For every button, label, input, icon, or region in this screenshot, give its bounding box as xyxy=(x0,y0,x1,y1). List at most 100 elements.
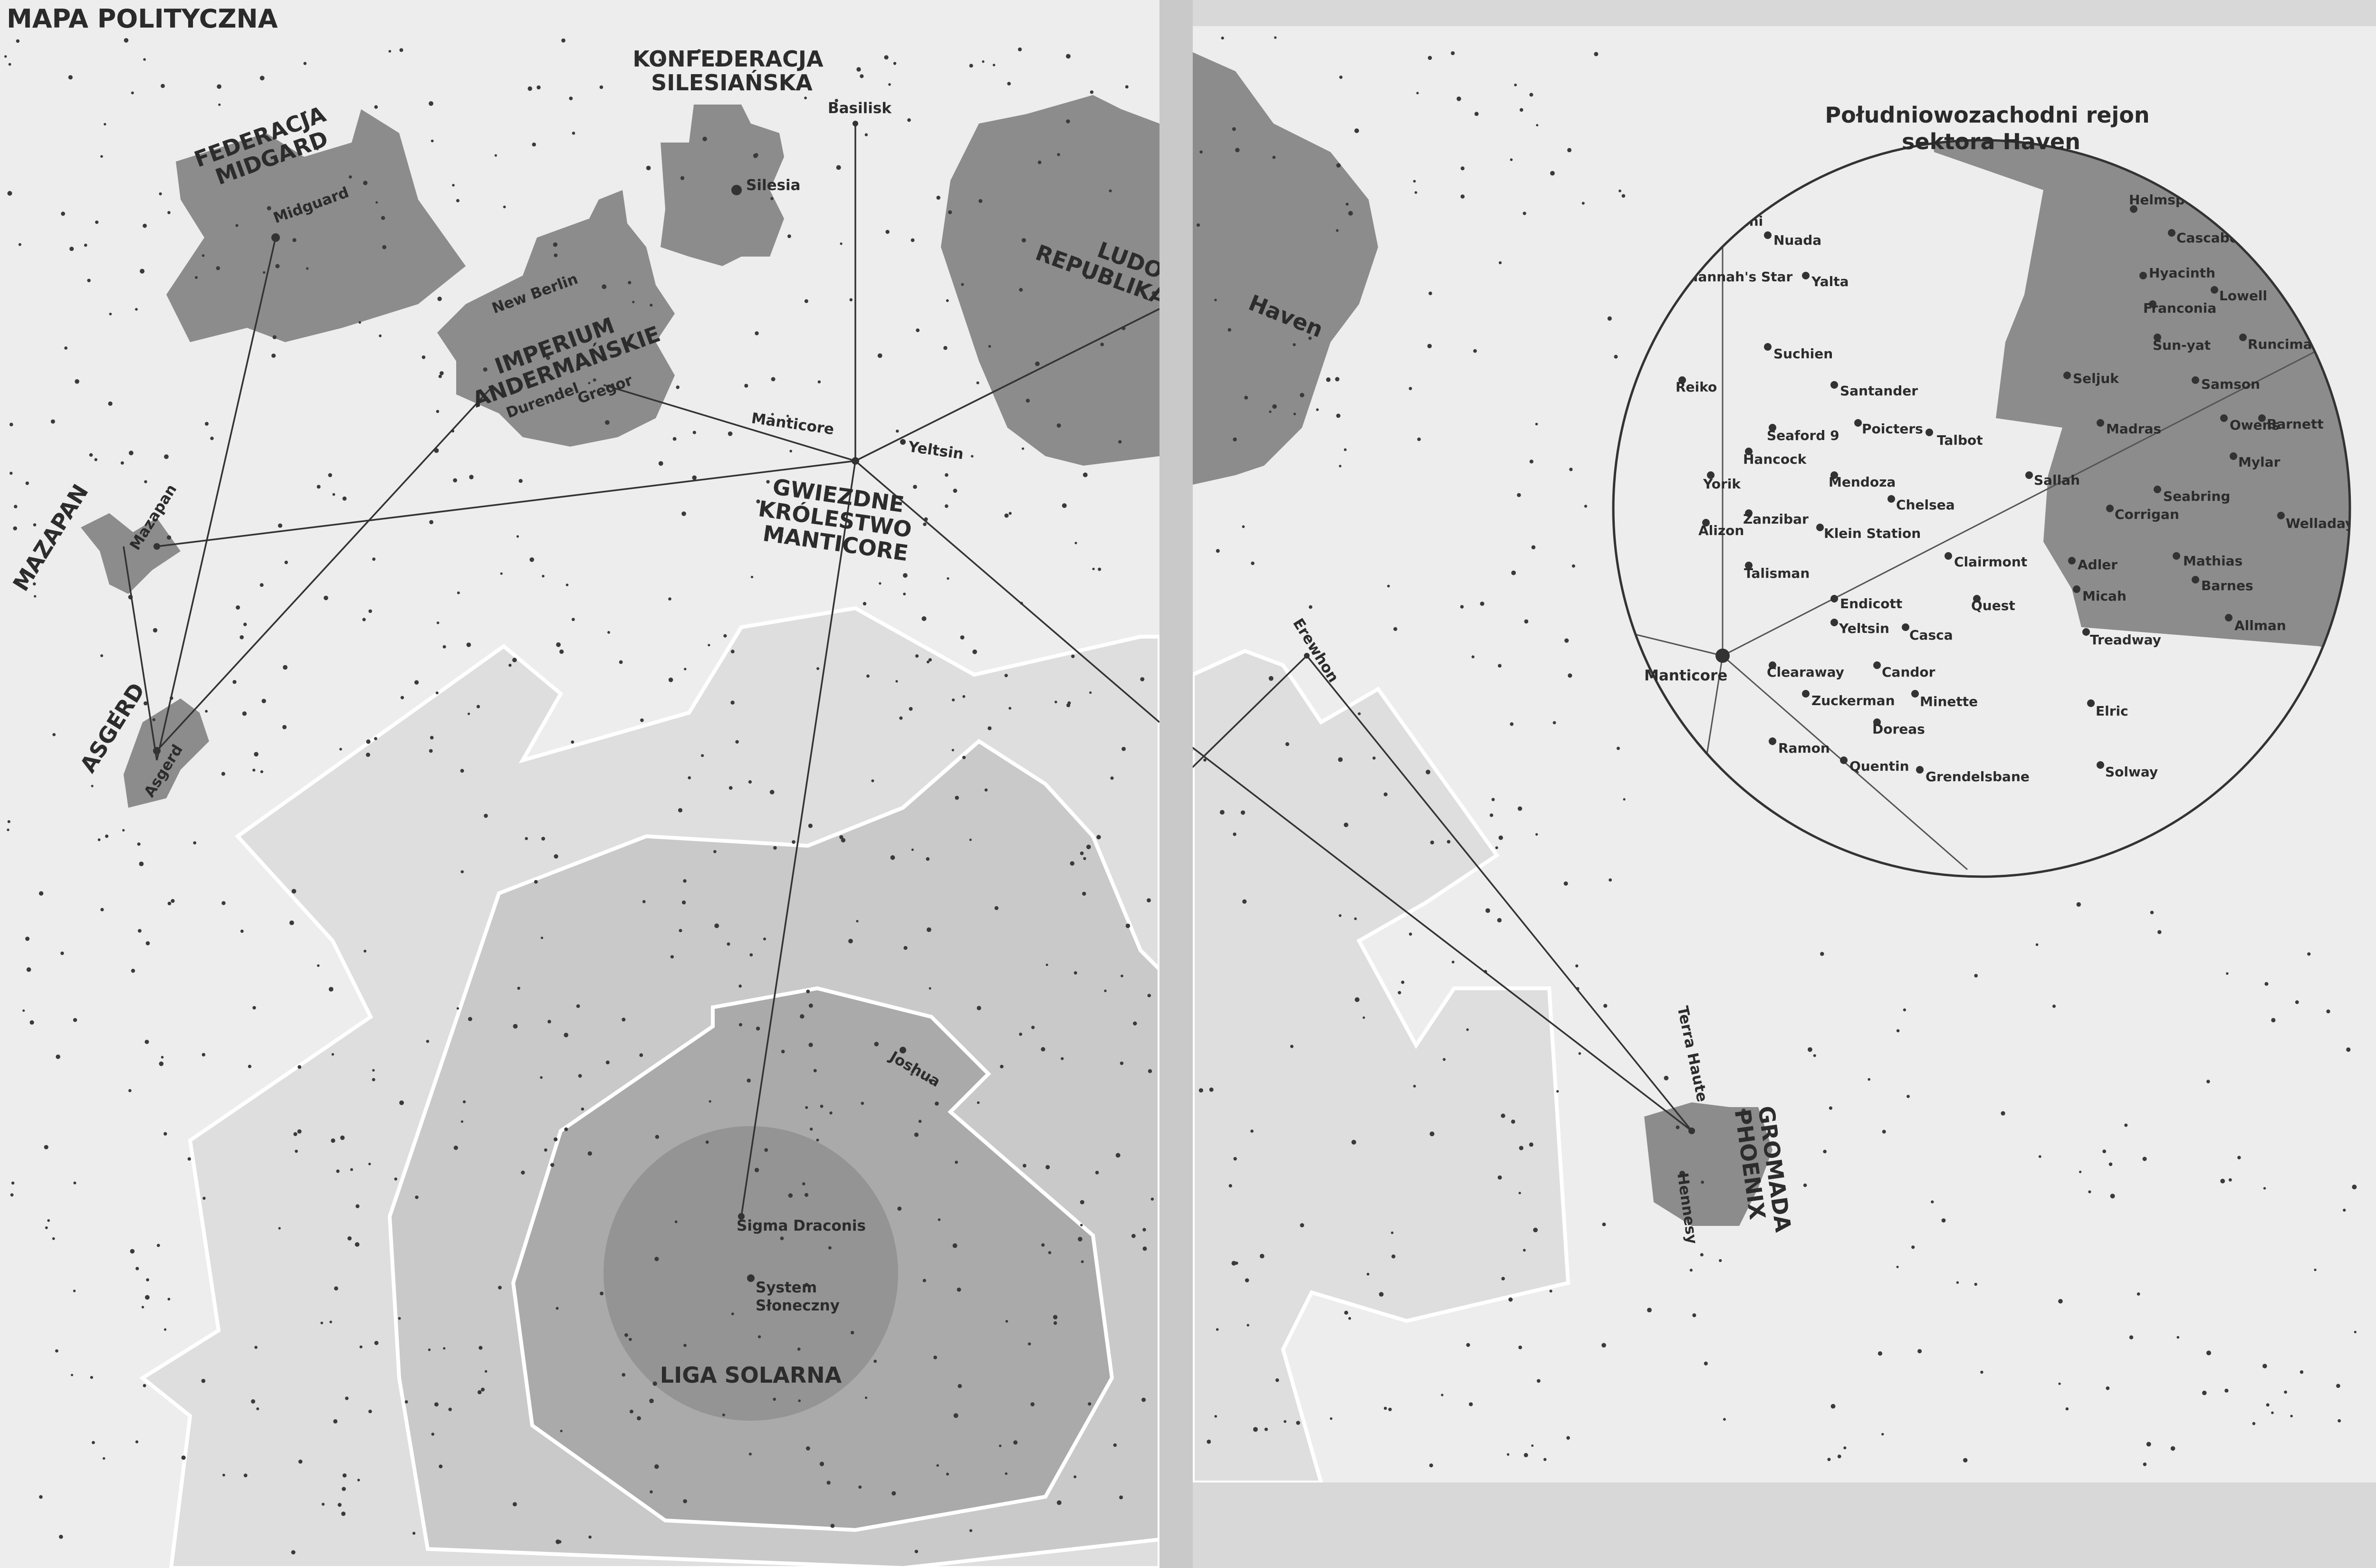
inset-star-dot[interactable] xyxy=(2068,557,2076,564)
sigma-draconis-dot[interactable] xyxy=(738,1213,745,1220)
inset-star-dot[interactable] xyxy=(2230,452,2237,460)
inset-star-dot[interactable] xyxy=(1702,519,1710,526)
inset-star-dot[interactable] xyxy=(1830,595,1838,602)
inset-star-dot[interactable] xyxy=(2087,699,2095,707)
inset-star-dot[interactable] xyxy=(2277,512,2285,519)
inset-star-dot[interactable] xyxy=(2192,576,2199,583)
inset-star-dot[interactable] xyxy=(1873,718,1881,726)
inset-star-dot[interactable] xyxy=(1688,262,1696,270)
inset-star-dot[interactable] xyxy=(2097,419,2104,427)
background-star xyxy=(1250,1129,1254,1133)
inset-star-dot[interactable] xyxy=(1769,424,1776,431)
inset-manticore-dot[interactable] xyxy=(1715,649,1730,663)
inset-star-dot[interactable] xyxy=(2139,272,2147,279)
erewhon-dot[interactable] xyxy=(1304,653,1310,659)
inset-star-label: Micah xyxy=(2082,588,2127,604)
inset-star-dot[interactable] xyxy=(1764,343,1772,351)
background-star xyxy=(600,1291,604,1296)
background-star xyxy=(971,455,974,458)
inset-star-dot[interactable] xyxy=(1745,448,1753,455)
inset-star-dot[interactable] xyxy=(2106,505,2114,512)
inset-star-dot[interactable] xyxy=(1745,509,1753,517)
background-star xyxy=(272,335,277,339)
background-star xyxy=(221,772,225,776)
background-star xyxy=(1235,148,1240,153)
inset-star-dot[interactable] xyxy=(2173,552,2180,560)
background-star xyxy=(629,1409,633,1414)
inset-star-dot[interactable] xyxy=(1702,212,1710,220)
inset-star-dot[interactable] xyxy=(2220,414,2228,422)
inset-star-dot[interactable] xyxy=(1707,471,1715,479)
inset-star-dot[interactable] xyxy=(1926,429,1933,436)
inset-star-dot[interactable] xyxy=(1854,419,1862,427)
inset-star-dot[interactable] xyxy=(2063,372,2071,379)
background-star xyxy=(804,96,807,100)
yeltsin-label: Yeltsin xyxy=(907,438,965,463)
background-star xyxy=(242,711,247,716)
inset-star-dot[interactable] xyxy=(2258,414,2266,422)
inset-star-dot[interactable] xyxy=(1911,690,1919,698)
background-star xyxy=(946,299,949,302)
silesia-dot[interactable] xyxy=(731,185,742,195)
background-star xyxy=(927,927,931,932)
inset-star-dot[interactable] xyxy=(1830,471,1838,479)
inset-star-dot[interactable] xyxy=(2154,334,2161,341)
inset-title-2: sektora Haven xyxy=(1902,129,2080,154)
inset-star-dot[interactable] xyxy=(1745,562,1753,569)
manticore-dot[interactable] xyxy=(852,457,859,465)
inset-star-dot[interactable] xyxy=(1840,756,1848,764)
inset-star-dot[interactable] xyxy=(2168,229,2175,237)
inset-star-dot[interactable] xyxy=(2211,196,2218,203)
inset-star-dot[interactable] xyxy=(1802,690,1810,698)
inset-star-dot[interactable] xyxy=(2130,205,2137,213)
background-stars-left xyxy=(4,38,1156,1555)
inset-star-dot[interactable] xyxy=(1830,381,1838,389)
mazapan-dot[interactable] xyxy=(153,543,160,550)
inset-star-label: Franconia xyxy=(2143,300,2216,316)
background-star xyxy=(773,1397,776,1401)
background-star xyxy=(748,780,752,784)
background-star xyxy=(316,148,319,151)
inset-star-dot[interactable] xyxy=(2239,334,2247,341)
background-star xyxy=(688,776,691,780)
inset-star-dot[interactable] xyxy=(2073,585,2080,593)
inset-star-dot[interactable] xyxy=(2154,486,2161,493)
background-star xyxy=(1023,1164,1026,1168)
midguard-dot[interactable] xyxy=(271,233,280,242)
yeltsin-dot[interactable] xyxy=(900,439,906,445)
inset-star-dot[interactable] xyxy=(1678,376,1686,384)
inset-star-dot[interactable] xyxy=(2225,614,2232,621)
inset-star-dot[interactable] xyxy=(1802,272,1810,279)
asgerd-dot[interactable] xyxy=(153,747,161,755)
background-star xyxy=(1098,567,1102,571)
inset-star-dot[interactable] xyxy=(2192,376,2199,384)
sol-dot[interactable] xyxy=(747,1274,755,1282)
inset-star-dot[interactable] xyxy=(1764,231,1772,239)
named-systems-left xyxy=(153,121,906,1282)
inset-star-dot[interactable] xyxy=(2097,761,2104,769)
inset-star-dot[interactable] xyxy=(1830,619,1838,626)
inset-star-dot[interactable] xyxy=(2082,628,2090,636)
background-star xyxy=(668,678,673,682)
inset-title-1: Południowozachodni rejon xyxy=(1825,102,2149,128)
inset-star-dot[interactable] xyxy=(1816,524,1824,531)
inset-star-dot[interactable] xyxy=(1973,595,1981,602)
inset-star-label: Klein Station xyxy=(1824,526,1921,541)
inset-star-dot[interactable] xyxy=(1887,495,1895,503)
inset-star-dot[interactable] xyxy=(1769,737,1776,745)
inset-star-dot[interactable] xyxy=(2211,286,2218,294)
joshua-dot[interactable] xyxy=(900,1047,906,1053)
inset-star-dot[interactable] xyxy=(1873,661,1881,669)
background-star xyxy=(195,276,198,279)
inset-star-dot[interactable] xyxy=(2149,300,2156,308)
hennesy-dot[interactable] xyxy=(1679,1171,1685,1176)
terra-haute-dot[interactable] xyxy=(1688,1128,1695,1134)
inset-star-dot[interactable] xyxy=(2025,471,2033,479)
inset-star-dot[interactable] xyxy=(1916,766,1924,774)
inset-star-dot[interactable] xyxy=(1902,623,1909,631)
inset-star-dot[interactable] xyxy=(1945,552,1952,560)
inset-star-dot[interactable] xyxy=(1769,661,1776,669)
background-star xyxy=(730,700,735,705)
background-star xyxy=(649,1398,654,1404)
basilisk-dot[interactable] xyxy=(853,121,858,126)
